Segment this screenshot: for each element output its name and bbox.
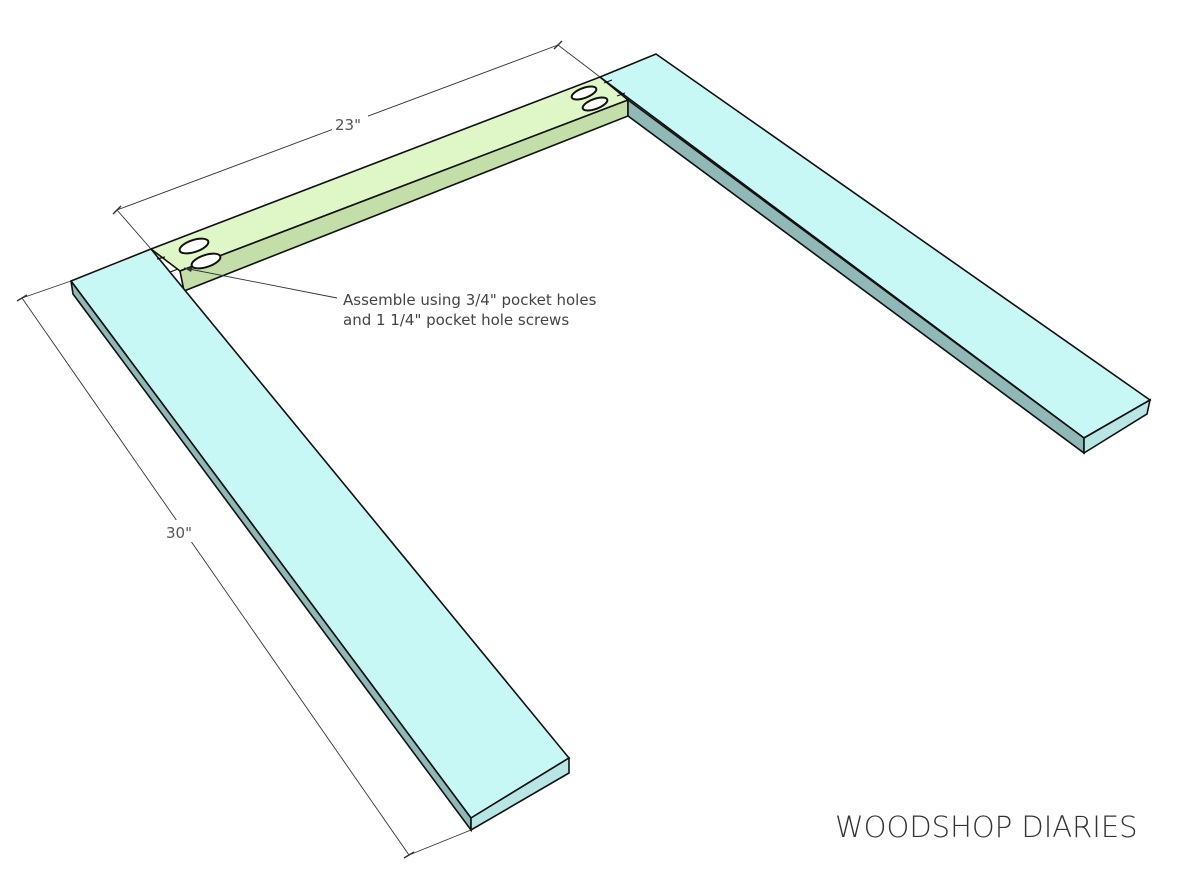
dimension-length-tick-top bbox=[16, 294, 28, 302]
dimension-width-tick-left bbox=[112, 205, 122, 215]
pocket-holes-right bbox=[570, 85, 609, 112]
note-leader bbox=[183, 267, 338, 299]
cross-board bbox=[149, 76, 630, 293]
pocket-holes-left bbox=[178, 237, 222, 270]
dimension-length-label: 30" bbox=[166, 524, 192, 542]
brand-watermark: WOODSHOP DIARIES bbox=[835, 810, 1138, 844]
dimension-width-tick-right bbox=[553, 40, 563, 50]
assembly-note-line2: and 1 1/4" pocket hole screws bbox=[343, 311, 569, 329]
right-side-board bbox=[598, 53, 1152, 455]
dimension-length-line bbox=[21, 297, 410, 856]
left-board-end-face bbox=[470, 756, 570, 832]
dimension-width-ext-right bbox=[557, 44, 601, 78]
dimension-width-label-bg bbox=[332, 114, 368, 134]
dimension-width-ext-left bbox=[116, 209, 152, 250]
joint-markers bbox=[156, 79, 626, 273]
assembly-note-line1: Assemble using 3/4" pocket holes bbox=[343, 291, 597, 309]
dimension-length-label-bg bbox=[163, 520, 199, 542]
dimension-width-label: 23" bbox=[335, 116, 361, 134]
cross-board-top-face bbox=[149, 76, 630, 272]
right-board-side-face bbox=[627, 98, 1085, 455]
right-board-end-face bbox=[1083, 398, 1152, 455]
dimension-length-ext-top bbox=[21, 280, 72, 299]
dimension-length-tick-bottom bbox=[403, 851, 415, 859]
cross-board-front-face bbox=[179, 98, 629, 293]
dimension-length bbox=[16, 280, 472, 859]
left-side-board bbox=[69, 248, 571, 833]
left-board-side-face bbox=[70, 280, 472, 833]
left-board-top-face bbox=[69, 248, 571, 820]
dimension-length-ext-bottom bbox=[408, 829, 472, 856]
right-board-top-face bbox=[598, 53, 1152, 439]
